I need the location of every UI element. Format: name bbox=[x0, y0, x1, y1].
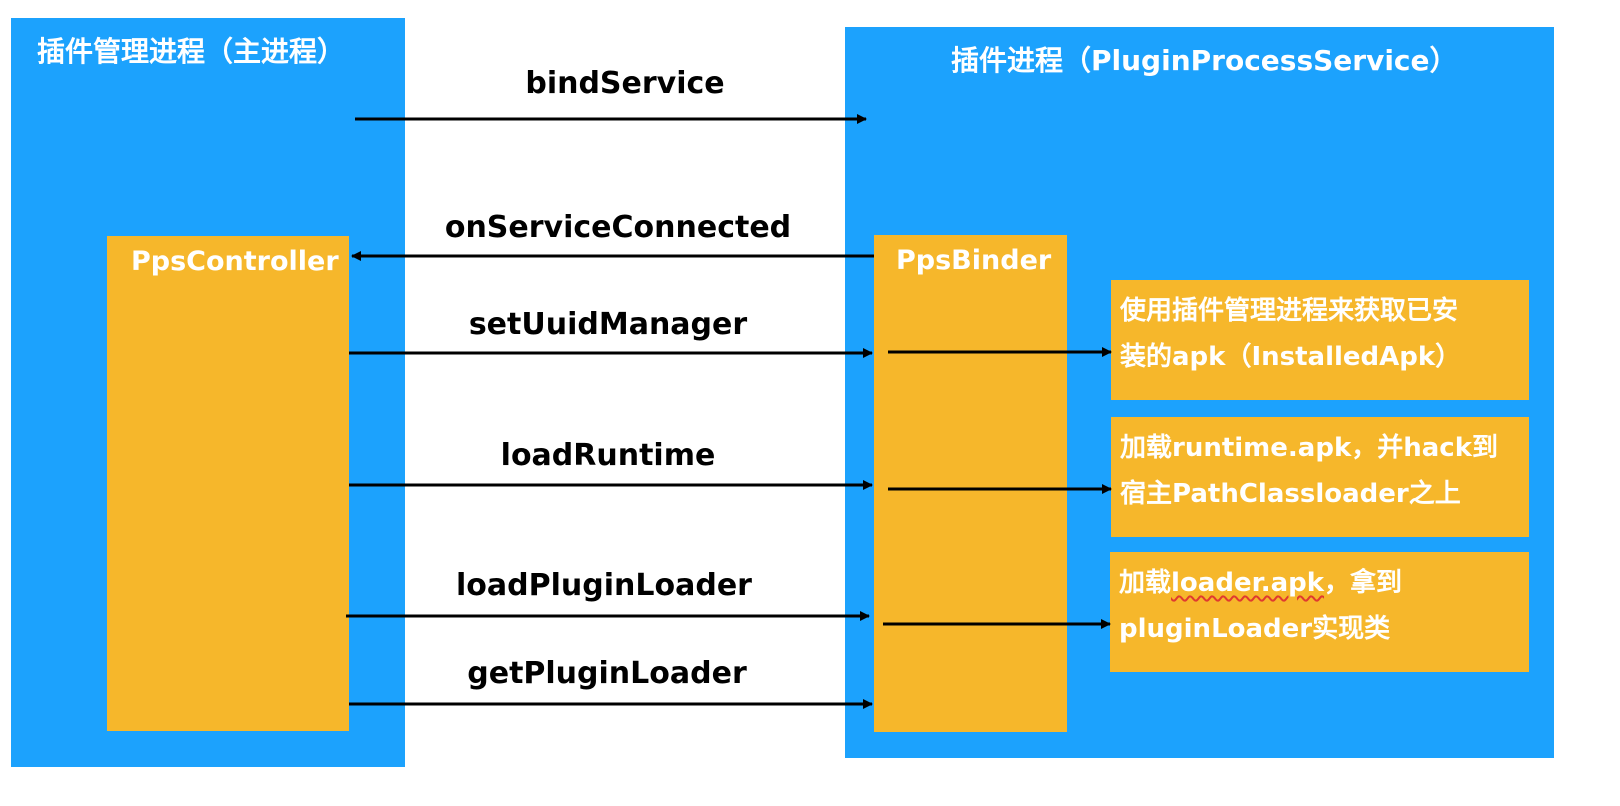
pps-binder-label: PpsBinder bbox=[896, 245, 1052, 276]
main-process-title: 插件管理进程（主进程） bbox=[37, 35, 346, 68]
loader-note-line1-suffix: ，拿到 bbox=[1324, 568, 1403, 598]
loader-note-line2: pluginLoader实现类 bbox=[1119, 614, 1391, 644]
loader-note-line1: 加载loader.apk，拿到 bbox=[1119, 560, 1523, 606]
set-uuid-manager-label: setUuidManager bbox=[468, 307, 748, 342]
pps-binder-box: PpsBinder bbox=[874, 235, 1067, 732]
installed-apk-note-text: 使用插件管理进程来获取已安 装的apk（InstalledApk） bbox=[1120, 288, 1523, 380]
loader-note: 加载loader.apk，拿到 pluginLoader实现类 bbox=[1110, 552, 1529, 672]
loader-note-line1-prefix: 加载 bbox=[1119, 568, 1172, 598]
bind-service-label: bindService bbox=[525, 66, 725, 101]
installed-apk-note-line2: 装的apk（InstalledApk） bbox=[1120, 342, 1462, 372]
runtime-note-text: 加载runtime.apk，并hack到 宿主PathClassloader之上 bbox=[1120, 425, 1523, 517]
pps-controller-box: PpsController bbox=[107, 236, 349, 731]
installed-apk-note-line1: 使用插件管理进程来获取已安 bbox=[1120, 296, 1459, 326]
pps-controller-label: PpsController bbox=[131, 246, 339, 277]
plugin-process-title: 插件进程（PluginProcessService） bbox=[951, 44, 1458, 77]
on-service-connected-label: onServiceConnected bbox=[444, 210, 792, 245]
runtime-note: 加载runtime.apk，并hack到 宿主PathClassloader之上 bbox=[1111, 417, 1529, 537]
loader-note-text: 加载loader.apk，拿到 pluginLoader实现类 bbox=[1119, 560, 1523, 652]
get-plugin-loader-label: getPluginLoader bbox=[467, 656, 747, 691]
loader-apk-text: loader.apk bbox=[1171, 568, 1325, 598]
runtime-note-line2: 宿主PathClassloader之上 bbox=[1120, 479, 1461, 509]
load-runtime-label: loadRuntime bbox=[500, 438, 716, 473]
installed-apk-note: 使用插件管理进程来获取已安 装的apk（InstalledApk） bbox=[1111, 280, 1529, 400]
runtime-note-line1: 加载runtime.apk，并hack到 bbox=[1120, 433, 1498, 463]
load-plugin-loader-label: loadPluginLoader bbox=[456, 568, 752, 603]
